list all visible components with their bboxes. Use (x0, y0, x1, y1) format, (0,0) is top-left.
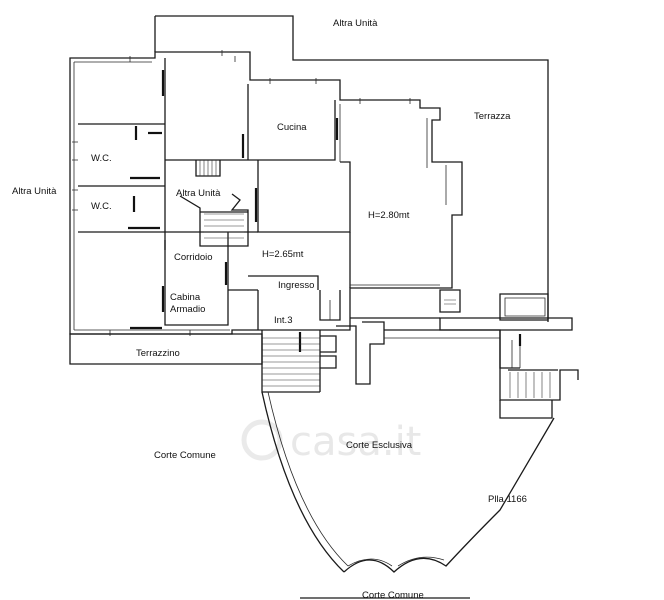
label-wc-1: W.C. (91, 153, 112, 164)
label-corridoio: Corridoio (174, 252, 213, 263)
terrace-structures (319, 289, 573, 331)
watermark-logo-icon (241, 419, 283, 461)
main-inner-wall-line (73, 61, 230, 331)
right-stair (499, 330, 579, 419)
label-wc-2: W.C. (91, 201, 112, 212)
door-marks (128, 70, 339, 352)
label-armadio: Armadio (170, 304, 205, 315)
upper-unit-outline (155, 15, 549, 322)
label-corte-comune-bottom: Corte Comune (362, 590, 424, 600)
corte-esclusiva-boundary (261, 391, 555, 573)
label-altra-unita-top: Altra Unità (333, 18, 378, 29)
label-ingresso: Ingresso (278, 280, 314, 291)
wall-ticks (72, 50, 411, 336)
label-corte-esclusiva: Corte Esclusiva (346, 440, 413, 451)
main-outer-wall (69, 51, 463, 335)
inner-stair (179, 160, 249, 247)
label-cucina: Cucina (277, 122, 307, 133)
interior-walls (78, 58, 447, 330)
watermark-text: casa.it (290, 419, 421, 465)
label-altra-unita-left: Altra Unità (12, 186, 57, 197)
label-cabina: Cabina (170, 292, 201, 303)
label-h-280: H=2.80mt (368, 210, 410, 221)
terrazzino-outline (69, 333, 263, 365)
label-h-265: H=2.65mt (262, 249, 304, 260)
label-terrazza: Terrazza (474, 111, 511, 122)
label-plla: Plla 1166 (488, 494, 527, 505)
watermark: casa.it (241, 419, 421, 465)
label-corte-comune-left: Corte Comune (154, 450, 216, 461)
label-altra-unita-inner: Altra Unità (176, 188, 221, 199)
label-terrazzino: Terrazzino (136, 348, 180, 359)
label-int3: Int.3 (274, 315, 293, 326)
